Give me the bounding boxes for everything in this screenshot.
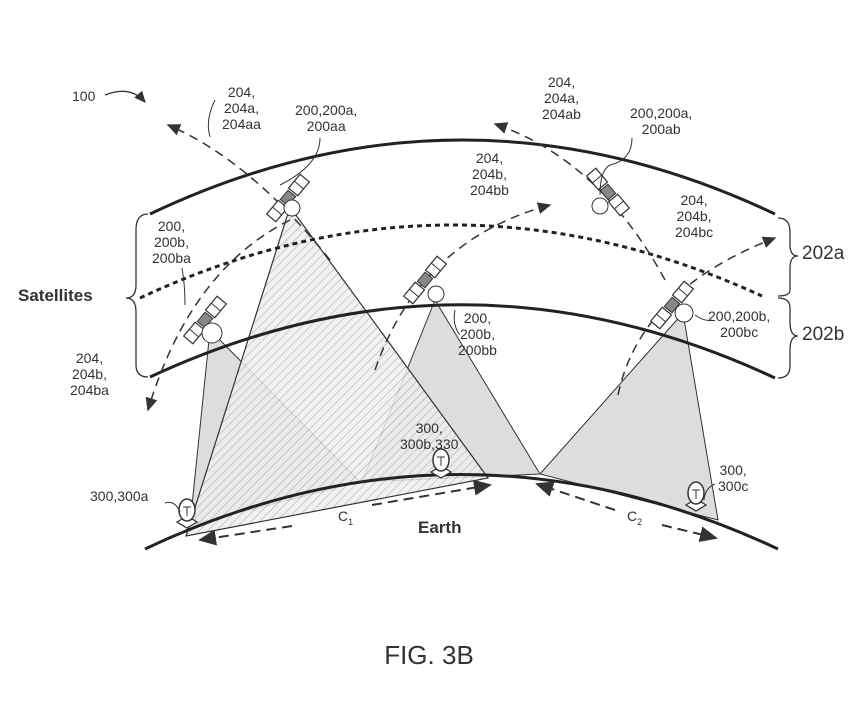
satellite-200bc-antenna: [674, 303, 694, 323]
coverage-c2-arrow-left: [535, 481, 616, 511]
satellite-200bb-antenna: [427, 285, 445, 303]
orbit-202a-label: 202a: [802, 243, 845, 264]
path-204aa-label: 204, 204a, 204aa: [222, 84, 261, 132]
satellite-200ba-antenna: [201, 322, 223, 344]
coverage-c1-letter: C: [338, 508, 349, 524]
path-204ba-label: 204, 204b, 204ba: [70, 350, 109, 398]
figure-caption: FIG. 3B: [384, 640, 474, 670]
ref-100-label: 100: [72, 88, 96, 104]
earth-surface: [144, 473, 779, 551]
satellite-200aa-label: 200,200a, 200aa: [295, 102, 358, 134]
orbit-202a-outer: [149, 138, 776, 216]
terminal-300b: [430, 448, 452, 479]
satellite-200bb-label: 200, 200b, 200bb: [458, 310, 497, 358]
orbit-boundary-dotted: [139, 223, 763, 300]
leader-lines: [164, 99, 716, 513]
terminal-300a: [176, 498, 198, 529]
satellite-200ab-label: 200,200a, 200ab: [630, 105, 693, 137]
brace-202a: [777, 217, 799, 297]
path-204ba: [145, 219, 291, 412]
satellites-brace: [125, 213, 149, 378]
coverage-c1-sub: 1: [348, 516, 354, 527]
orbit-202b-label: 202b: [802, 324, 845, 345]
satellite-200bc-label: 200,200b, 200bc: [708, 308, 771, 340]
satellite-200ab-antenna: [591, 197, 609, 215]
coverage-c1-label: C1: [338, 508, 353, 530]
terminal-300b-label: 300, 300b,330: [400, 420, 459, 452]
ref-100-arrow: [104, 90, 146, 103]
coverage-c1-arrow-right: [371, 479, 492, 506]
path-204aa: [166, 124, 331, 261]
path-204bb-label: 204, 204b, 204bb: [470, 150, 509, 198]
earth-label: Earth: [418, 518, 462, 537]
path-204ab-label: 204, 204a, 204ab: [542, 74, 581, 122]
brace-202b: [777, 297, 799, 379]
terminal-300c-label: 300, 300c: [718, 462, 749, 494]
satellites-label: Satellites: [18, 286, 93, 305]
beam-200aa: [185, 205, 490, 537]
orbit-202b-inner: [149, 303, 776, 380]
coverage-c2-arrow-right: [661, 524, 718, 543]
satellite-200aa-antenna: [283, 199, 301, 217]
terminal-300a-label: 300,300a: [90, 488, 149, 504]
coverage-c2-sub: 2: [637, 516, 643, 527]
coverage-c2-letter: C: [627, 508, 638, 524]
satellite-200ba-label: 200, 200b, 200ba: [152, 218, 191, 266]
path-204ab: [493, 122, 666, 281]
path-204bc-label: 204, 204b, 204bc: [675, 192, 714, 240]
coverage-c2-label: C2: [627, 508, 642, 530]
terminal-300c: [685, 481, 707, 512]
